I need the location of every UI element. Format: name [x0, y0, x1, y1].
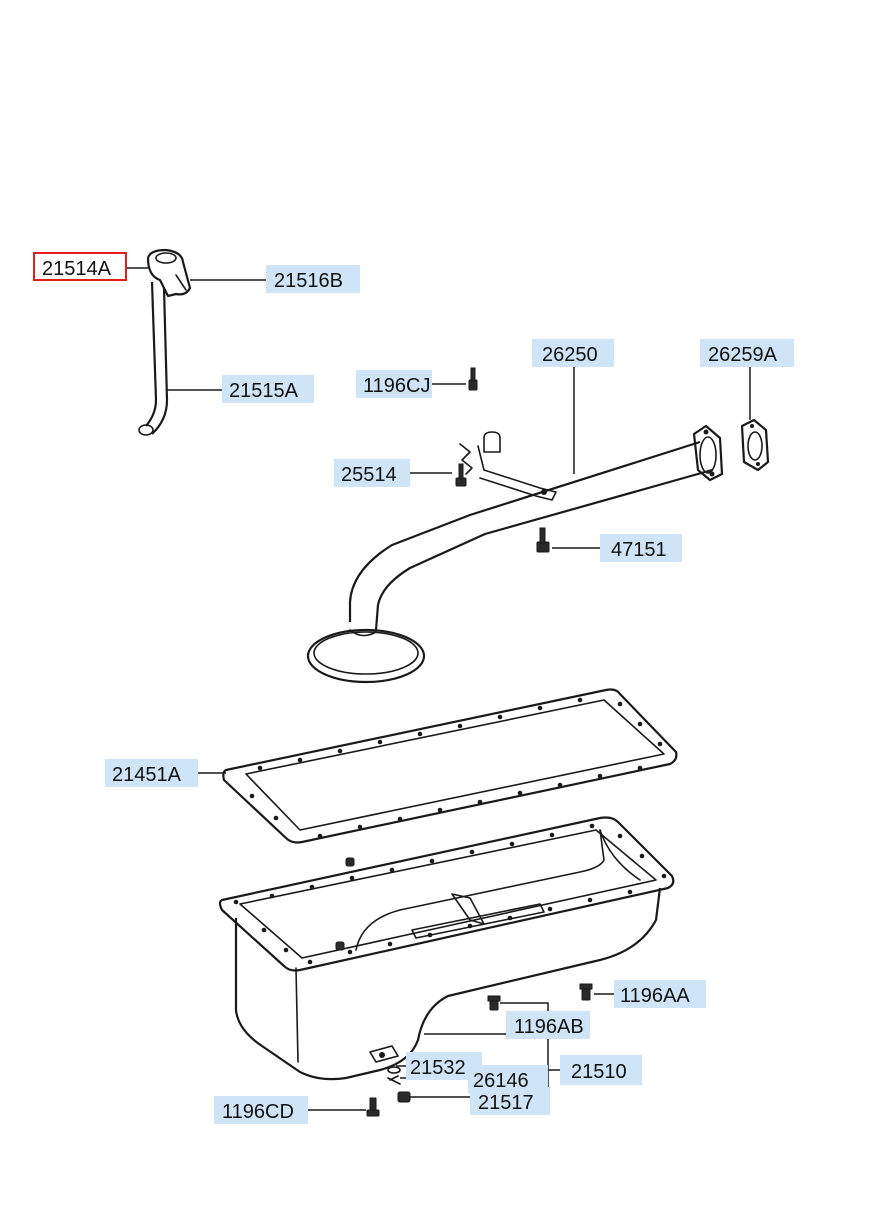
callout-21451A[interactable]: 21451A: [105, 759, 198, 787]
callout-21516B[interactable]: 21516B: [266, 265, 360, 293]
svg-text:21451A: 21451A: [112, 764, 182, 786]
callout-1196CJ[interactable]: 1196CJ: [356, 370, 432, 398]
callout-25514[interactable]: 25514: [334, 459, 410, 487]
callout-1196CD[interactable]: 1196CD: [214, 1096, 308, 1124]
svg-text:47151: 47151: [611, 539, 667, 561]
svg-text:26259A: 26259A: [708, 344, 778, 366]
callout-21515A[interactable]: 21515A: [222, 375, 314, 403]
bolt-47151-icon: [536, 527, 550, 553]
callout-47151[interactable]: 47151: [600, 534, 682, 562]
pickup-gasket: [740, 418, 770, 472]
callout-21517[interactable]: 21517: [470, 1087, 550, 1115]
oil-pan: [218, 816, 675, 1081]
svg-text:21514A: 21514A: [42, 258, 112, 280]
bolt-1196AB-icon: [487, 995, 501, 1011]
callout-26259A[interactable]: 26259A: [700, 339, 794, 367]
oil-pan-gasket: [222, 688, 678, 844]
bolt-1196AA-icon: [579, 983, 593, 1001]
callout-26250[interactable]: 26250: [532, 339, 614, 367]
oil-screen-pickup: [306, 424, 724, 684]
bolt-1196CD-icon: [366, 1097, 380, 1117]
svg-text:1196CJ: 1196CJ: [363, 375, 430, 397]
svg-text:21517: 21517: [478, 1092, 534, 1114]
svg-text:25514: 25514: [341, 464, 397, 486]
callout-21514A[interactable]: 21514A: [33, 252, 127, 281]
svg-text:21510: 21510: [571, 1061, 627, 1083]
svg-text:1196CD: 1196CD: [222, 1101, 294, 1123]
drain-plug-gasket-icon: [387, 1066, 401, 1085]
svg-text:26146: 26146: [473, 1070, 529, 1092]
bolt-1196CJ-icon: [468, 367, 478, 391]
drain-plug-icon: [397, 1091, 411, 1103]
oil-level-gauge-guide: [138, 248, 192, 436]
svg-text:1196AB: 1196AB: [514, 1016, 584, 1038]
bolt-25514-icon: [455, 463, 467, 487]
callout-21510[interactable]: 21510: [560, 1055, 642, 1085]
svg-text:21532: 21532: [410, 1057, 466, 1079]
svg-text:1196AA: 1196AA: [620, 985, 690, 1007]
svg-text:21516B: 21516B: [274, 270, 343, 292]
svg-text:26250: 26250: [542, 344, 598, 366]
callout-1196AA[interactable]: 1196AA: [614, 980, 706, 1008]
callout-1196AB[interactable]: 1196AB: [506, 1011, 590, 1039]
svg-text:21515A: 21515A: [229, 380, 299, 402]
